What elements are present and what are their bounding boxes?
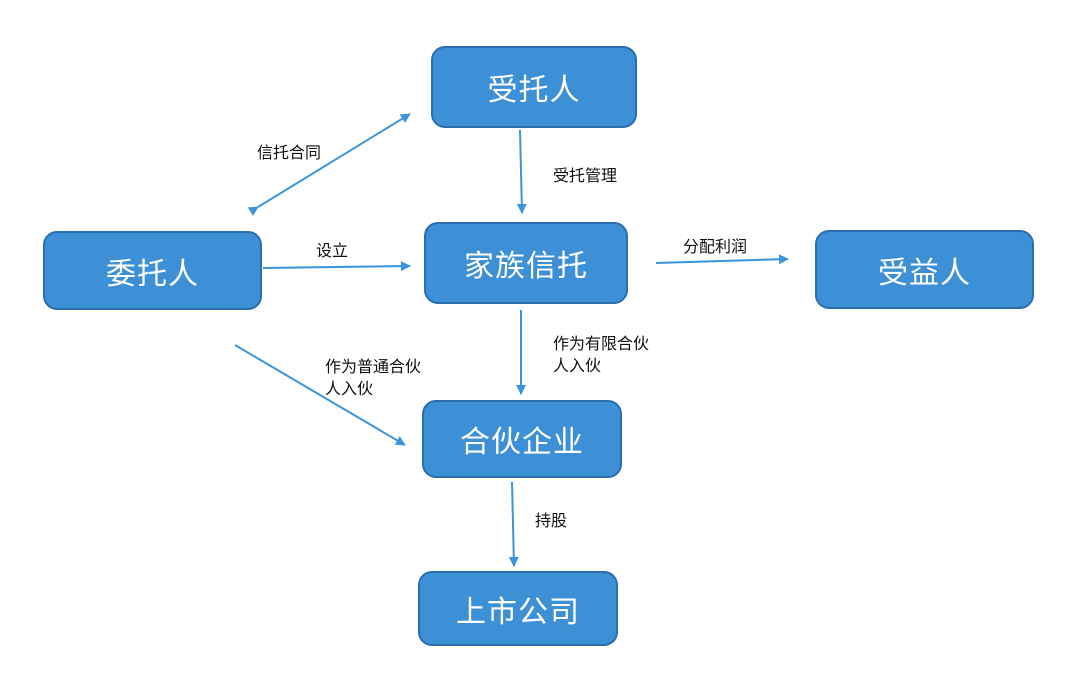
node-settlor: 委托人 [43, 231, 262, 310]
label-limited-partner: 作为有限合伙人入伙 [553, 334, 650, 375]
label-shareholding: 持股 [535, 511, 568, 530]
edge-establish [262, 261, 411, 272]
edge-shareholding [508, 481, 519, 567]
edge-general-partner [234, 344, 406, 446]
label-profit-distribution: 分配利润 [683, 237, 748, 256]
label-general-partner: 作为普通合伙人入伙 [325, 357, 422, 398]
edge-profit-distribution [655, 254, 789, 265]
node-partnership-label: 合伙企业 [460, 425, 584, 460]
node-listed-company-label: 上市公司 [456, 594, 580, 630]
node-settlor-label: 委托人 [106, 256, 199, 292]
edge-trustee-management [516, 129, 527, 214]
edge-trust-contract [247, 113, 411, 216]
label-establish: 设立 [316, 241, 349, 260]
node-family-trust-label: 家族信托 [464, 249, 588, 284]
label-trust-contract: 信托合同 [257, 143, 322, 162]
node-beneficiary-label: 受益人 [878, 255, 971, 291]
node-listed-company: 上市公司 [418, 571, 618, 646]
node-trustee: 受托人 [431, 46, 637, 128]
label-trustee-management: 受托管理 [553, 166, 618, 185]
node-trustee-label: 受托人 [487, 73, 581, 108]
node-partnership: 合伙企业 [422, 400, 622, 478]
node-beneficiary: 受益人 [815, 230, 1034, 309]
node-family-trust: 家族信托 [424, 222, 628, 304]
